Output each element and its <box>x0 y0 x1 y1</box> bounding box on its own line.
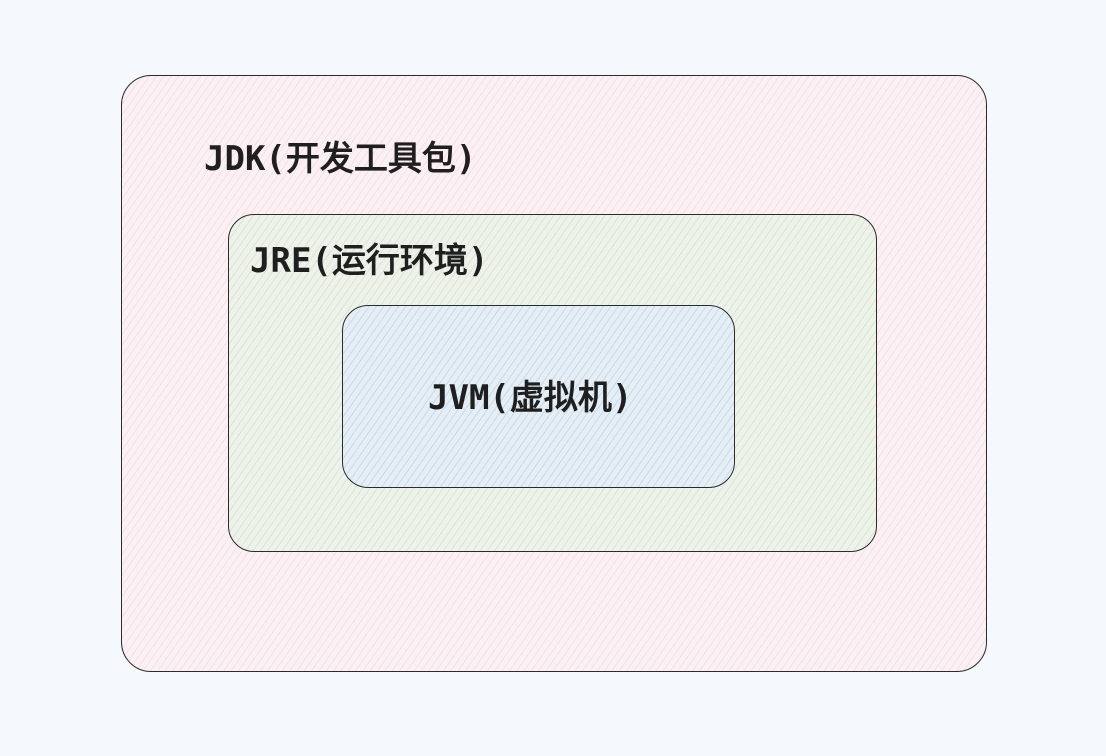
jdk-label: JDK(开发工具包) <box>204 139 477 179</box>
jvm-box <box>342 305 735 488</box>
jvm-label: JVM(虚拟机) <box>428 378 633 418</box>
jre-label: JRE(运行环境) <box>250 241 489 281</box>
